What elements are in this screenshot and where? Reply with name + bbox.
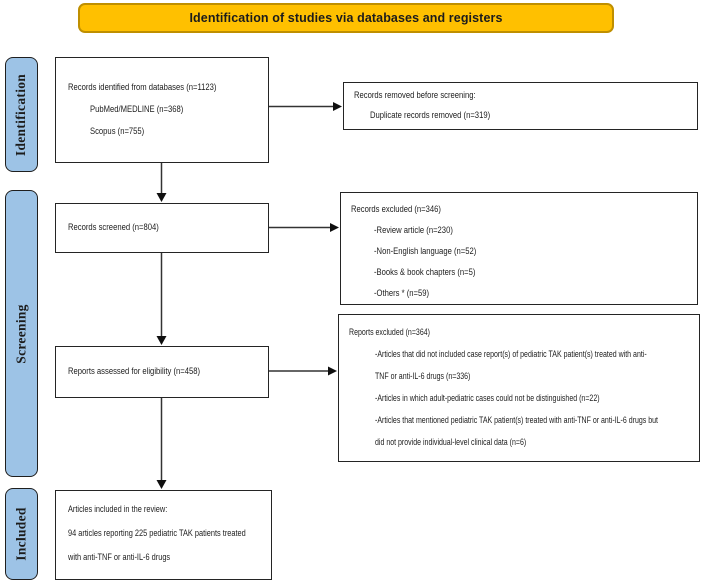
arrow-right-to-reports-excluded bbox=[269, 366, 337, 376]
banner-title: Identification of studies via databases … bbox=[189, 11, 503, 25]
stage-label-included: Included bbox=[5, 488, 38, 580]
text-line: Reports excluded (n=364) bbox=[339, 327, 699, 349]
text-line: Records removed before screening: bbox=[344, 90, 697, 110]
stage-text: Included bbox=[13, 507, 29, 561]
text: Duplicate records removed (n=319) bbox=[370, 110, 491, 120]
text-line: did not provide individual-level clinica… bbox=[339, 437, 699, 459]
banner: Identification of studies via databases … bbox=[78, 3, 614, 33]
box-records-removed: Records removed before screening: Duplic… bbox=[343, 82, 698, 130]
text: Records identified from databases (n=112… bbox=[68, 82, 217, 92]
text-line: -Non-English language (n=52) bbox=[341, 246, 697, 267]
text: -Articles in which adult-pediatric cases… bbox=[375, 393, 600, 403]
box-records-excluded: Records excluded (n=346) -Review article… bbox=[340, 192, 698, 305]
text-line: 94 articles reporting 225 pediatric TAK … bbox=[56, 528, 271, 552]
text-line: -Articles in which adult-pediatric cases… bbox=[339, 393, 699, 415]
arrow-down-assessed-to-included bbox=[156, 398, 167, 489]
text-line: -Books & book chapters (n=5) bbox=[341, 267, 697, 288]
text: 94 articles reporting 225 pediatric TAK … bbox=[68, 528, 246, 538]
box-articles-included: Articles included in the review: 94 arti… bbox=[55, 490, 272, 580]
text: Records screened (n=804) bbox=[68, 222, 159, 232]
text: Records excluded (n=346) bbox=[351, 204, 441, 214]
text: -Review article (n=230) bbox=[374, 225, 453, 235]
stage-text: Identification bbox=[13, 73, 29, 156]
text-line: -Review article (n=230) bbox=[341, 225, 697, 246]
text: PubMed/MEDLINE (n=368) bbox=[90, 104, 184, 114]
text-line: Records excluded (n=346) bbox=[341, 204, 697, 225]
arrow-down-screened-to-assessed bbox=[156, 253, 167, 345]
text: -Others * (n=59) bbox=[374, 288, 430, 298]
text-line: Reports assessed for eligibility (n=458) bbox=[56, 366, 268, 387]
text: Scopus (n=755) bbox=[90, 126, 145, 136]
stage-text: Screening bbox=[13, 303, 29, 364]
text-line: Records identified from databases (n=112… bbox=[56, 82, 268, 104]
box-reports-excluded: Reports excluded (n=364) -Articles that … bbox=[338, 314, 700, 462]
arrow-right-to-records-excluded bbox=[269, 223, 339, 232]
box-records-identified: Records identified from databases (n=112… bbox=[55, 57, 269, 163]
arrow-down-identified-to-screened bbox=[156, 163, 167, 202]
text-line: -Others * (n=59) bbox=[341, 288, 697, 309]
stage-label-identification: Identification bbox=[5, 57, 38, 172]
box-records-screened: Records screened (n=804) bbox=[55, 203, 269, 253]
text: -Articles that did not included case rep… bbox=[375, 349, 647, 359]
text-line: Articles included in the review: bbox=[56, 504, 271, 528]
text: Reports excluded (n=364) bbox=[349, 327, 430, 337]
stage-label-screening: Screening bbox=[5, 190, 38, 477]
text-line: -Articles that mentioned pediatric TAK p… bbox=[339, 415, 699, 437]
text: TNF or anti-IL-6 drugs (n=336) bbox=[375, 371, 471, 381]
text-line: Scopus (n=755) bbox=[56, 126, 268, 148]
text: Reports assessed for eligibility (n=458) bbox=[68, 366, 201, 376]
text-line: TNF or anti-IL-6 drugs (n=336) bbox=[339, 371, 699, 393]
text: -Articles that mentioned pediatric TAK p… bbox=[375, 415, 659, 425]
text-line: with anti-TNF or anti-IL-6 drugs bbox=[56, 552, 271, 576]
text: did not provide individual-level clinica… bbox=[375, 437, 527, 447]
text: Articles included in the review: bbox=[68, 504, 168, 514]
text-line: Records screened (n=804) bbox=[56, 222, 268, 243]
arrow-right-to-records-removed bbox=[269, 102, 342, 111]
text: -Non-English language (n=52) bbox=[374, 246, 477, 256]
box-reports-assessed: Reports assessed for eligibility (n=458) bbox=[55, 346, 269, 398]
text: -Books & book chapters (n=5) bbox=[374, 267, 476, 277]
text: with anti-TNF or anti-IL-6 drugs bbox=[68, 552, 171, 562]
text: Records removed before screening: bbox=[354, 90, 476, 100]
text-line: -Articles that did not included case rep… bbox=[339, 349, 699, 371]
text-line: PubMed/MEDLINE (n=368) bbox=[56, 104, 268, 126]
text-line: Duplicate records removed (n=319) bbox=[344, 110, 697, 130]
